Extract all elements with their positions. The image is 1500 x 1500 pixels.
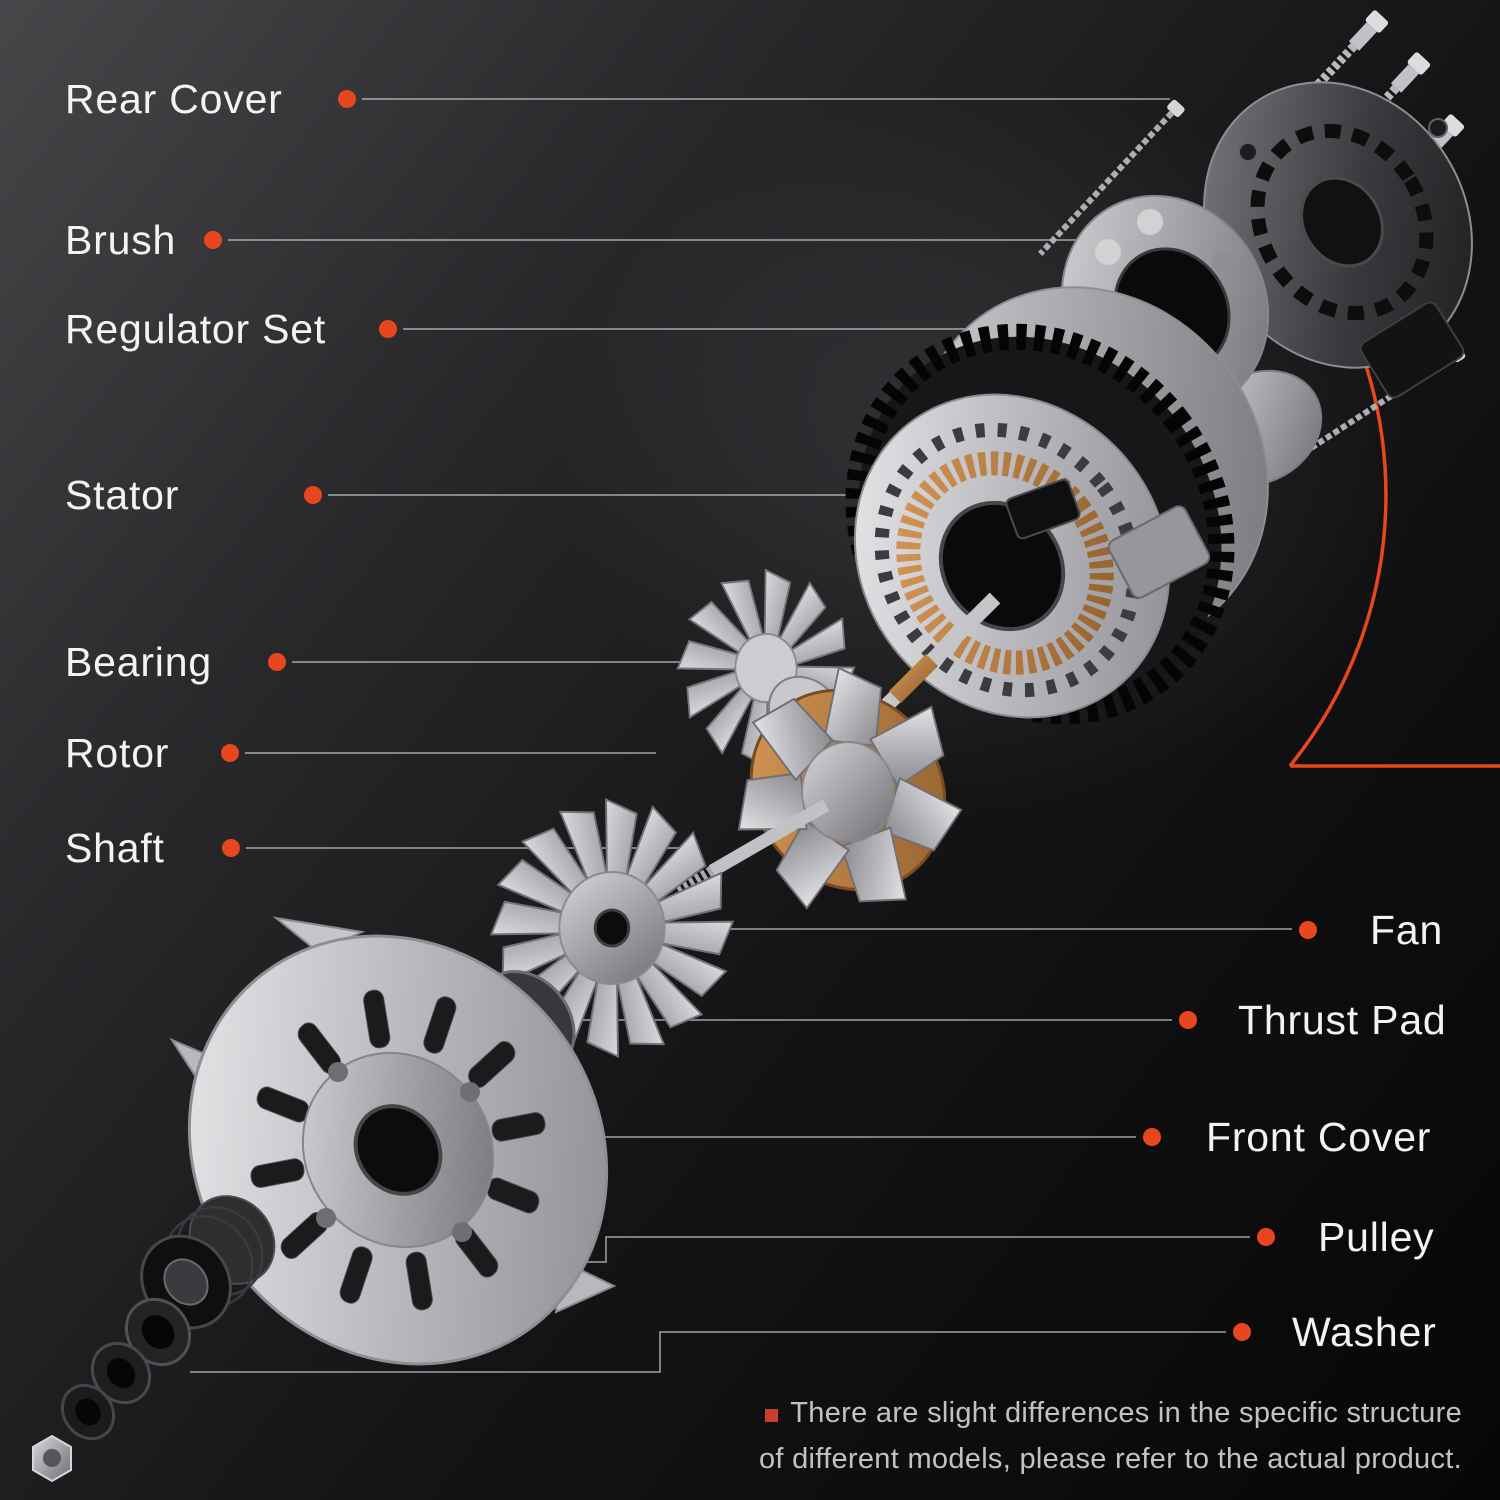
callout-dot-shaft xyxy=(222,839,240,857)
label-stator: Stator xyxy=(65,472,180,518)
rotor-claws xyxy=(728,666,966,921)
nut-part xyxy=(32,1434,72,1483)
label-regulator-set: Regulator Set xyxy=(65,306,327,352)
front-cover-part xyxy=(169,916,617,1366)
fan-part xyxy=(483,791,741,1065)
disclaimer-line-1: There are slight differences in the spec… xyxy=(759,1390,1462,1436)
label-brush: Brush xyxy=(65,217,177,263)
label-fan: Fan xyxy=(1370,907,1444,953)
label-shaft: Shaft xyxy=(65,825,165,871)
label-rotor: Rotor xyxy=(65,730,170,776)
callout-dot-regulator-set xyxy=(379,320,397,338)
leader-washer xyxy=(190,1331,1226,1373)
disclaimer-line-2: of different models, please refer to the… xyxy=(759,1436,1462,1482)
disclaimer-text-1: There are slight differences in the spec… xyxy=(790,1397,1462,1429)
callout-dot-front-cover xyxy=(1143,1128,1161,1146)
callout-dot-rear-cover xyxy=(338,90,356,108)
label-rear-cover: Rear Cover xyxy=(65,76,283,122)
label-front-cover: Front Cover xyxy=(1206,1114,1432,1160)
callout-dot-thrust-pad xyxy=(1179,1011,1197,1029)
callout-dot-brush xyxy=(204,231,222,249)
callout-dot-pulley xyxy=(1257,1228,1275,1246)
stator-part xyxy=(845,286,1269,725)
label-bearing: Bearing xyxy=(65,639,212,685)
label-thrust-pad: Thrust Pad xyxy=(1238,997,1447,1043)
disclaimer: There are slight differences in the spec… xyxy=(759,1390,1462,1482)
callout-dot-fan xyxy=(1299,921,1317,939)
callout-dot-washer xyxy=(1233,1323,1251,1341)
callout-dot-rotor xyxy=(221,744,239,762)
callout-dot-stator xyxy=(304,486,322,504)
disclaimer-text-2: of different models, please refer to the… xyxy=(758,1443,1462,1475)
callout-dot-bearing xyxy=(268,653,286,671)
shaft-part xyxy=(675,799,830,896)
bullet-square-icon xyxy=(765,1409,779,1422)
rotor-part xyxy=(672,566,1001,921)
washers-part xyxy=(60,1297,192,1441)
leader-lines xyxy=(190,98,1292,1373)
label-pulley: Pulley xyxy=(1318,1214,1435,1260)
label-washer: Washer xyxy=(1292,1309,1437,1355)
